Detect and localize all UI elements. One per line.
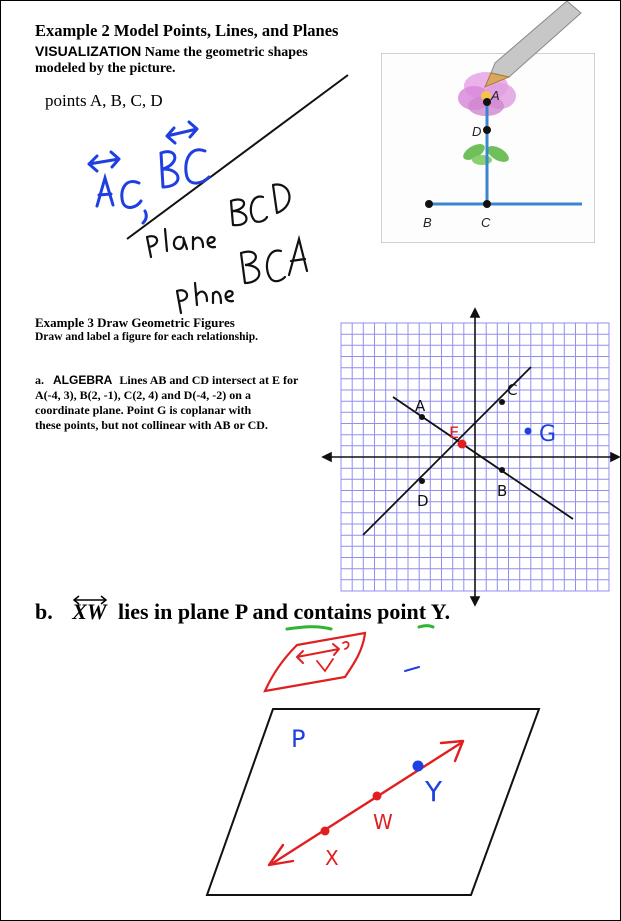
example3-subtitle: Draw and label a figure for each relatio… <box>35 331 258 343</box>
pencil-icon <box>484 1 582 88</box>
line-cd <box>362 366 532 536</box>
example2-prompt-line1: VISUALIZATION Name the geometric shapes <box>35 43 308 61</box>
plane-points <box>320 760 424 836</box>
plane-p <box>205 708 541 896</box>
part-b-text: lies in plane P and contains point Y. <box>118 599 451 624</box>
part-b-letter: b. <box>35 599 53 624</box>
graph-label-b: B <box>497 482 507 500</box>
graph-points <box>419 399 532 484</box>
graph-label-c: C <box>507 381 517 399</box>
line-xw <box>267 739 465 867</box>
part-b-sketch <box>263 624 435 693</box>
graph-label-a: A <box>415 397 426 415</box>
part-a-line2: A(-4, 3), B(2, -1), C(2, 4) and D(-4, -2… <box>35 388 251 402</box>
part-a-line4: these points, but not collinear with AB … <box>35 418 268 432</box>
point-label-x: X <box>325 846 339 870</box>
ray-xw-symbol: XW <box>72 595 108 625</box>
handwritten-ac <box>87 120 211 225</box>
graph-axes <box>321 307 620 607</box>
example2-title: Example 2 Model Points, Lines, and Plane… <box>35 21 339 40</box>
example2-answer-points: points A, B, C, D <box>45 91 163 110</box>
part-b-heading: b. XW lies in plane P and contains point… <box>35 595 451 625</box>
graph-label-d: D <box>417 492 429 510</box>
example2-prompt-text1: Name the geometric shapes <box>144 45 308 60</box>
example2-prompt-line2: modeled by the picture. <box>35 61 176 76</box>
photo-label-c: C <box>481 215 491 230</box>
line-arrows-icon <box>73 595 108 605</box>
part-a-line3: coordinate plane. Point G is coplanar wi… <box>35 403 252 417</box>
photo-label-a: A <box>490 88 500 103</box>
handwritten-planes <box>145 183 309 315</box>
graph-label-e: E <box>449 423 459 442</box>
part-a-line1: a. ALGEBRA Lines AB and CD intersect at … <box>35 373 298 388</box>
point-label-y: Y <box>424 775 443 808</box>
visualization-tag: VISUALIZATION <box>35 43 142 59</box>
example2-diagonal-line <box>126 74 349 240</box>
point-label-w: W <box>373 810 393 834</box>
plane-label-p: P <box>291 725 305 753</box>
algebra-tag: ALGEBRA <box>53 373 113 387</box>
graph-label-g: G <box>539 422 556 447</box>
graph-point-labels: A C E G D B <box>415 381 556 510</box>
plane-labels: P Y W X <box>291 725 443 870</box>
part-a-text1: Lines AB and CD intersect at E for <box>119 373 299 387</box>
photo-label-d: D <box>472 124 481 139</box>
example3-title: Example 3 Draw Geometric Figures <box>35 315 235 330</box>
part-a-letter: a. <box>35 373 44 387</box>
photo-label-b: B <box>423 215 432 230</box>
